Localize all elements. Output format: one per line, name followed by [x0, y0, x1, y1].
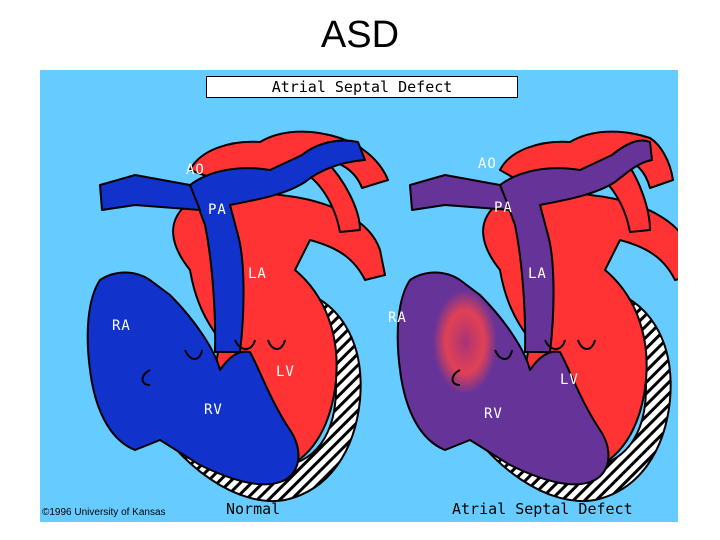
normal-label-la: LA — [248, 266, 267, 282]
normal-label-pa: PA — [208, 202, 227, 218]
defect-label-pa: PA — [494, 200, 513, 216]
diagram-panel: Atrial Septal Defect AO PA LA RA LV RV A… — [40, 70, 678, 522]
heart-illustration — [40, 70, 678, 522]
defect-label-ao: AO — [478, 156, 497, 172]
defect-label-lv: LV — [560, 372, 579, 388]
defect-label-rv: RV — [484, 406, 503, 422]
defect-label-ra: RA — [388, 310, 407, 326]
septal-defect-shunt — [433, 290, 497, 394]
diagram-banner: Atrial Septal Defect — [206, 76, 518, 98]
caption-normal: Normal — [226, 500, 280, 518]
normal-heart — [88, 132, 388, 501]
normal-label-ra: RA — [112, 318, 131, 334]
normal-label-lv: LV — [276, 364, 295, 380]
defect-label-la: LA — [528, 266, 547, 282]
caption-defect: Atrial Septal Defect — [452, 500, 633, 518]
copyright-note: ©1996 University of Kansas — [42, 507, 166, 518]
slide-title: ASD — [0, 14, 720, 57]
defect-heart — [398, 132, 678, 501]
normal-label-rv: RV — [204, 402, 223, 418]
normal-label-ao: AO — [186, 162, 205, 178]
normal-vena-cava — [100, 175, 200, 210]
